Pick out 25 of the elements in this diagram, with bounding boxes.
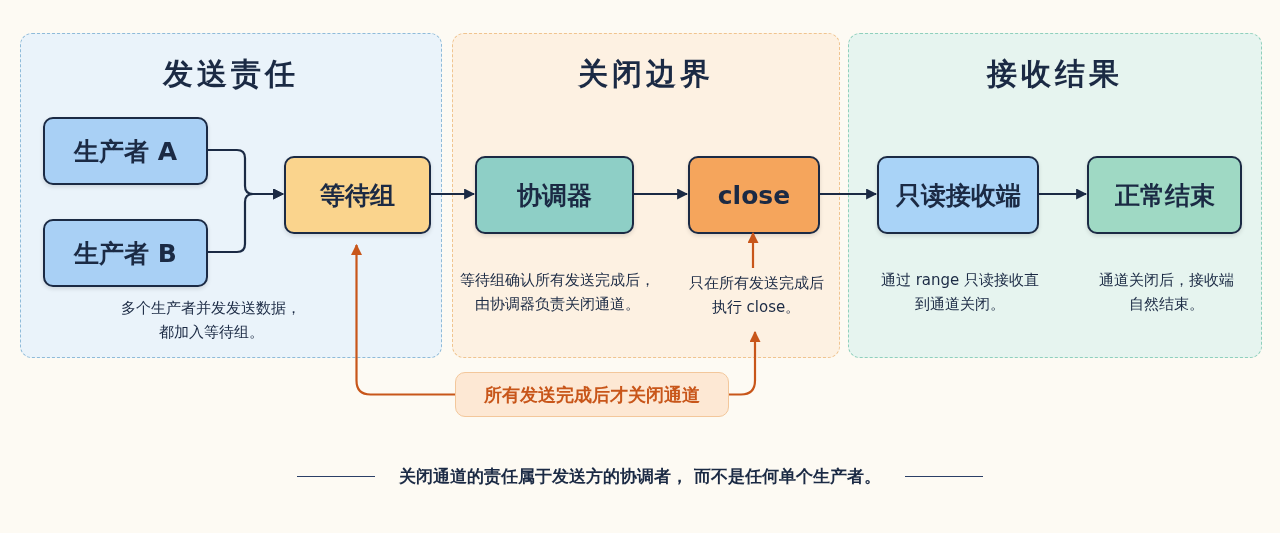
arrow bbox=[819, 188, 878, 200]
process-box: 生产者 B bbox=[43, 219, 208, 287]
arrow bbox=[729, 330, 761, 396]
node-caption: 通过 range 只读接收直到通道关闭。 bbox=[880, 270, 1040, 315]
process-box: 生产者 A bbox=[43, 117, 208, 185]
panel-title: 接收结果 bbox=[985, 55, 1124, 93]
group-panel bbox=[452, 33, 840, 358]
arrow bbox=[1038, 188, 1088, 200]
arrow bbox=[430, 188, 476, 200]
group-panel bbox=[20, 33, 442, 358]
node-caption: 通道关闭后，接收端自然结束。 bbox=[1098, 270, 1235, 315]
footer-caption: 关闭通道的责任属于发送方的协调者， 而不是任何单个生产者。 bbox=[399, 465, 881, 488]
arrow bbox=[351, 243, 455, 396]
arrow bbox=[207, 188, 285, 254]
panel-title: 发送责任 bbox=[161, 55, 300, 93]
process-box: close bbox=[688, 156, 820, 234]
arrow bbox=[747, 231, 759, 268]
note-text: 只在所有发送完成后执行 close。 bbox=[684, 269, 828, 321]
node-caption: 等待组确认所有发送完成后，由协调器负责关闭通道。 bbox=[458, 270, 656, 315]
highlight-label: 所有发送完成后才关闭通道 bbox=[455, 372, 729, 417]
panel-note: 多个生产者并发发送数据，都加入等待组。 bbox=[120, 298, 302, 343]
panel-title: 关闭边界 bbox=[577, 55, 715, 93]
process-box: 等待组 bbox=[284, 156, 431, 234]
group-panel bbox=[848, 33, 1262, 358]
arrow bbox=[633, 188, 689, 200]
